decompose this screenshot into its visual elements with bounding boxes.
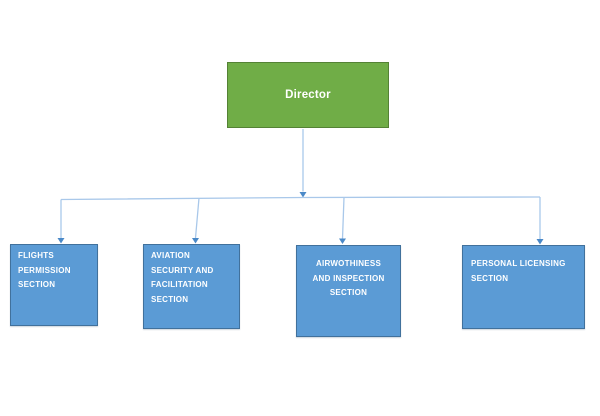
org-node-airwothiness-inspection-section[interactable]: AIRWOTHINESS AND INSPECTION SECTION xyxy=(296,245,401,337)
node-label-line: SECTION xyxy=(151,294,189,304)
org-node-personal-licensing-section[interactable]: PERSONAL LICENSING SECTION xyxy=(462,245,585,329)
connector-arrowhead-2 xyxy=(192,238,199,244)
connector-line-drop-2 xyxy=(194,197,200,239)
org-node-flights-permission-section[interactable]: FLIGHTS PERMISSION SECTION xyxy=(10,244,98,326)
org-node-aviation-security-facilitation-section[interactable]: AVIATION SECURITY AND FACILITATION SECTI… xyxy=(143,244,240,329)
node-label-line: AND INSPECTION xyxy=(312,273,385,283)
director-label: Director xyxy=(285,89,331,101)
connector-arrowhead-4 xyxy=(536,239,544,245)
node-label-line: PERMISSION xyxy=(18,265,71,275)
node-label-line: FLIGHTS xyxy=(18,251,54,260)
node-label-line: AVIATION xyxy=(151,251,191,260)
node-label-line: PERSONAL LICENSING xyxy=(471,259,566,268)
connector-arrowhead-1 xyxy=(57,238,65,244)
connector-arrowhead-3 xyxy=(339,238,346,244)
org-node-director[interactable]: Director xyxy=(227,62,389,128)
node-label-line: SECTION xyxy=(329,288,368,297)
node-label-line: SECURITY AND xyxy=(151,265,214,275)
node-label-line: FACILITATION xyxy=(151,280,208,289)
connector-line-horizontal xyxy=(60,196,541,201)
node-label-line: SECTION xyxy=(18,280,56,289)
node-label-line: AIRWOTHINESS xyxy=(315,259,382,268)
connector-arrowhead-center xyxy=(299,192,307,198)
connector-line-drop-3 xyxy=(341,197,345,239)
node-label-line: SECTION xyxy=(471,273,509,283)
